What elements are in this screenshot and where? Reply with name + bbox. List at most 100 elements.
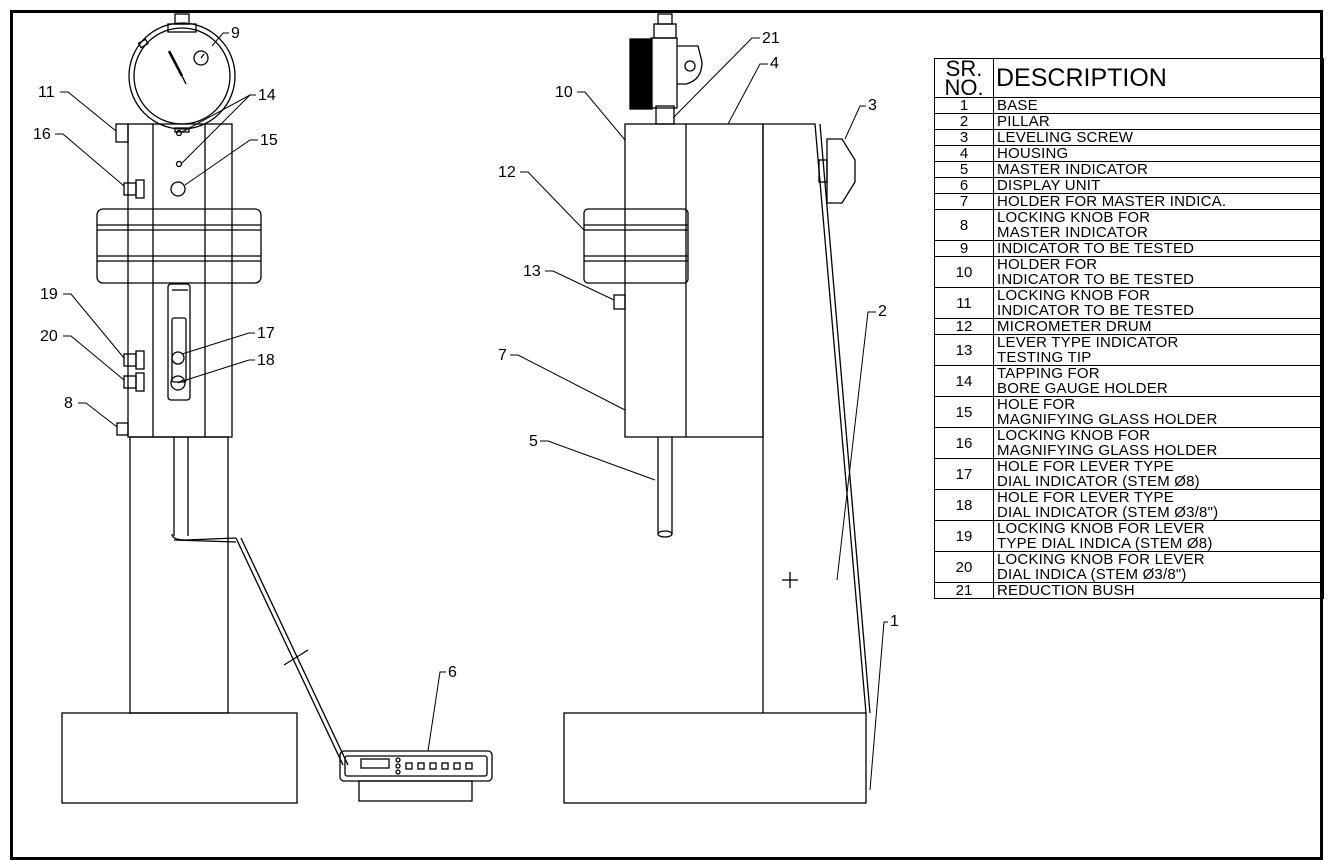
front-pillar — [129, 436, 229, 714]
side-view — [563, 13, 871, 804]
row-number: 20 — [934, 551, 994, 583]
callout-21: 21 — [762, 30, 780, 47]
callout-6: 6 — [448, 664, 457, 681]
row-description: LOCKING KNOB FOR LEVER TYPE DIAL INDICA … — [993, 520, 1324, 552]
row-number: 1 — [934, 97, 994, 114]
callout-labels: 1 2 3 4 5 6 7 8 9 10 11 12 13 14 15 16 1… — [33, 25, 899, 681]
row-description: LOCKING KNOB FOR LEVER DIAL INDICA (STEM… — [993, 551, 1324, 583]
row-number: 17 — [934, 458, 994, 490]
row-description: MICROMETER DRUM — [993, 318, 1324, 335]
callout-3: 3 — [868, 97, 877, 114]
row-description: HOLDER FOR INDICATOR TO BE TESTED — [993, 256, 1324, 288]
callout-5: 5 — [529, 433, 538, 450]
row-description: HOUSING — [993, 145, 1324, 162]
callout-16: 16 — [33, 126, 51, 143]
row-description: BASE — [993, 97, 1324, 114]
leader-lines — [55, 32, 888, 791]
row-description: HOLE FOR LEVER TYPE DIAL INDICATOR (STEM… — [993, 489, 1324, 521]
row-number: 8 — [934, 209, 994, 241]
row-description: HOLE FOR LEVER TYPE DIAL INDICATOR (STEM… — [993, 458, 1324, 490]
row-number: 7 — [934, 193, 994, 210]
row-description: PILLAR — [993, 113, 1324, 130]
row-description: INDICATOR TO BE TESTED — [993, 240, 1324, 257]
row-number: 18 — [934, 489, 994, 521]
front-base — [61, 712, 298, 804]
callout-9: 9 — [231, 25, 240, 42]
callout-10: 10 — [555, 84, 573, 101]
callout-20: 20 — [40, 328, 58, 345]
header-sr-no-text: SR. NO. — [944, 56, 984, 100]
callout-7: 7 — [498, 347, 507, 364]
front-view — [61, 13, 493, 804]
callout-11: 11 — [38, 84, 55, 101]
callout-2: 2 — [878, 303, 887, 320]
row-number: 19 — [934, 520, 994, 552]
callout-1: 1 — [890, 613, 899, 630]
row-description: TAPPING FOR BORE GAUGE HOLDER — [993, 365, 1324, 397]
row-number: 5 — [934, 161, 994, 178]
callout-12: 12 — [498, 164, 516, 181]
technical-drawing: 1 2 3 4 5 6 7 8 9 10 11 12 13 14 15 16 1… — [33, 13, 899, 804]
callout-15: 15 — [260, 132, 278, 149]
parts-table-header: SR. NO. DESCRIPTION — [934, 56, 1324, 100]
callout-18: 18 — [257, 352, 275, 369]
row-number: 9 — [934, 240, 994, 257]
front-micrometer-drum — [96, 208, 262, 284]
row-number: 16 — [934, 427, 994, 459]
row-number: 11 — [934, 287, 994, 319]
row-description: MASTER INDICATOR — [993, 161, 1324, 178]
row-number: 12 — [934, 318, 994, 335]
row-description: DISPLAY UNIT — [993, 177, 1324, 194]
row-description: LEVER TYPE INDICATOR TESTING TIP — [993, 334, 1324, 366]
row-number: 4 — [934, 145, 994, 162]
side-base — [563, 712, 867, 804]
callout-19: 19 — [40, 286, 58, 303]
callout-13: 13 — [523, 263, 541, 280]
row-number: 2 — [934, 113, 994, 130]
front-dial-outer — [128, 22, 236, 130]
row-description: LEVELING SCREW — [993, 129, 1324, 146]
row-description: LOCKING KNOB FOR INDICATOR TO BE TESTED — [993, 287, 1324, 319]
row-description: LOCKING KNOB FOR MAGNIFYING GLASS HOLDER — [993, 427, 1324, 459]
side-housing — [624, 123, 764, 438]
callout-4: 4 — [770, 55, 779, 72]
row-number: 15 — [934, 396, 994, 428]
row-number: 6 — [934, 177, 994, 194]
row-description: HOLDER FOR MASTER INDICA. — [993, 193, 1324, 210]
callout-8: 8 — [64, 395, 73, 412]
side-pillar — [762, 123, 867, 714]
row-number: 13 — [934, 334, 994, 366]
callout-17: 17 — [257, 325, 275, 342]
header-description: DESCRIPTION — [993, 58, 1324, 98]
row-description: LOCKING KNOB FOR MASTER INDICATOR — [993, 209, 1324, 241]
row-number: 21 — [934, 582, 994, 599]
row-number: 3 — [934, 129, 994, 146]
row-number: 14 — [934, 365, 994, 397]
header-sr-no: SR. NO. — [934, 56, 994, 100]
callout-14: 14 — [258, 87, 276, 104]
row-number: 10 — [934, 256, 994, 288]
row-description: REDUCTION BUSH — [993, 582, 1324, 599]
row-description: HOLE FOR MAGNIFYING GLASS HOLDER — [993, 396, 1324, 428]
